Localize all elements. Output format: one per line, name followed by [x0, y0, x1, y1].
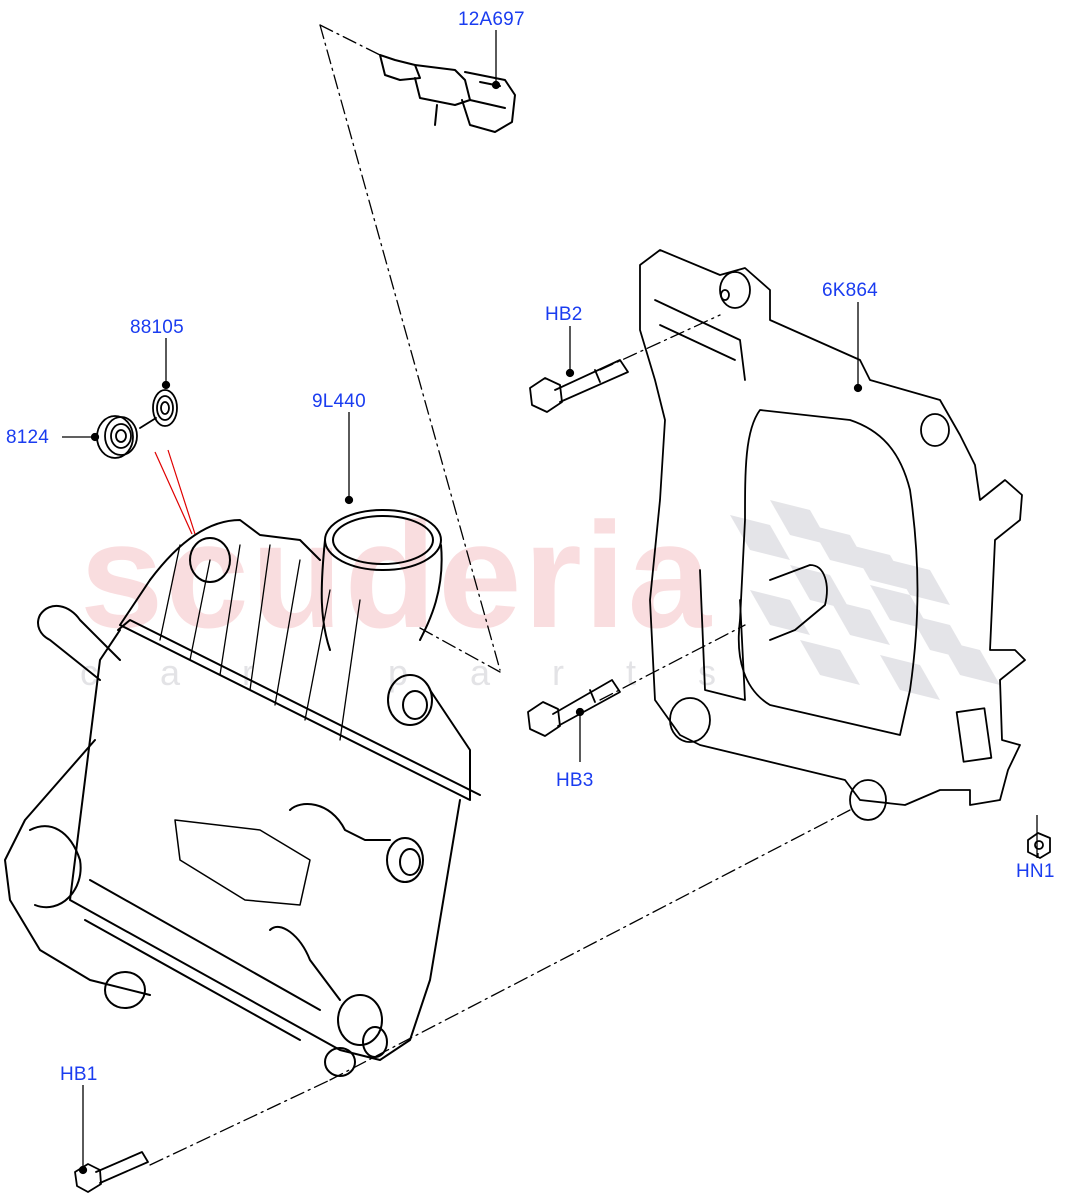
part-label-9l440[interactable]: 9L440: [312, 391, 366, 412]
part-label-hb2[interactable]: HB2: [545, 304, 583, 325]
bracket-6k864: [639, 249, 1026, 821]
leader-lines: [62, 30, 1039, 1175]
intercooler-9l440: [4, 509, 481, 1077]
nut-hn1: [1027, 832, 1051, 859]
dash-dot-lines: [149, 24, 851, 1166]
highlight-leader-lines: [154, 449, 196, 535]
sensor-12a697: [379, 54, 516, 133]
part-label-12a697[interactable]: 12A697: [458, 9, 525, 30]
checkered-flag-watermark: [730, 500, 1000, 700]
part-label-hb1[interactable]: HB1: [60, 1064, 98, 1085]
grommet-88105: [139, 389, 178, 429]
bolt-hb3: [527, 679, 621, 737]
part-label-hn1[interactable]: HN1: [1016, 861, 1055, 882]
part-label-88105[interactable]: 88105: [130, 317, 184, 338]
bush-8124: [96, 415, 138, 459]
watermark-sub: car parts: [80, 652, 779, 693]
bolt-hb2: [529, 359, 629, 413]
part-label-8124[interactable]: 8124: [6, 427, 50, 448]
watermark-brand: scuderia: [80, 491, 713, 659]
part-label-6k864[interactable]: 6K864: [822, 280, 878, 301]
bolt-hb1: [74, 1151, 149, 1193]
part-label-hb3[interactable]: HB3: [556, 770, 594, 791]
